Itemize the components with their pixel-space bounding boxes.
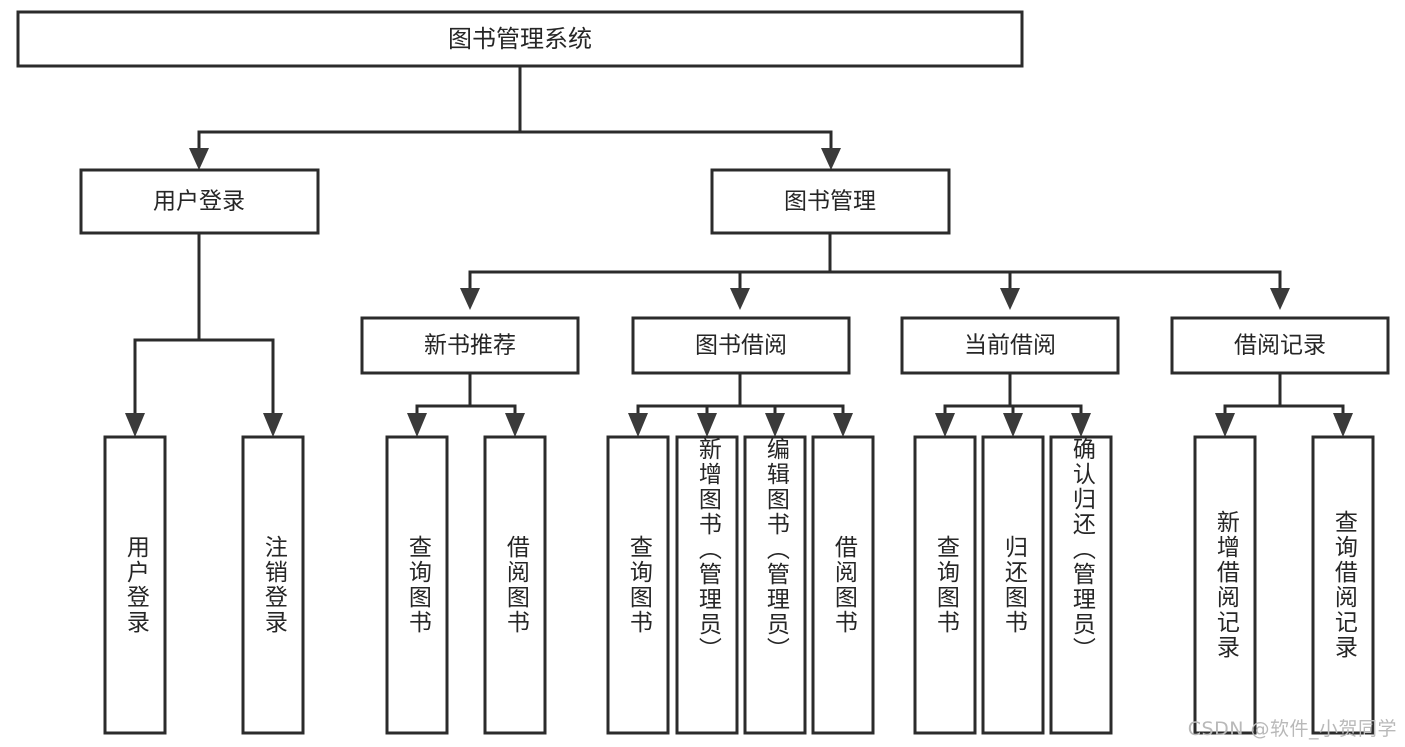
arrow-head-leaf-user-login [125,413,145,437]
arrow-head-leaf-edit-book [765,413,785,437]
node-book-manage-rect [710,168,951,235]
node-leaf-user-login-rect[interactable] [103,435,167,735]
node-book-manage[interactable]: 图书管理 [710,168,951,235]
node-leaf-query-book-3-rect[interactable] [913,435,977,735]
node-borrow-record-label: 借阅记录 [1234,333,1326,359]
node-book-manage-label: 图书管理 [784,189,876,215]
arrow-head-leaf-user-logout [263,413,283,437]
node-new-book-recommend-rect [360,316,580,375]
arrow-head-leaf-query-book-2 [628,413,648,437]
node-leaf-return-book-rect[interactable] [981,435,1045,735]
connector-group-borrow-record [1215,371,1353,437]
node-borrow-record-rect [1170,316,1390,375]
arrow-head-leaf-return-book [1003,413,1023,437]
node-book-borrow-label: 图书借阅 [695,333,787,359]
node-leaf-add-book-rect[interactable] [675,435,739,735]
arrow-head-current-borrow [1000,288,1020,310]
node-leaf-query-record-rect[interactable] [1311,435,1375,735]
node-leaf-query-book-1-rect[interactable] [385,435,449,735]
node-root-label: 图书管理系统 [448,25,592,53]
node-user-login[interactable]: 用户登录 [79,168,320,235]
node-leaf-borrow-book-2-rect[interactable] [811,435,875,735]
node-leaf-user-logout-rect[interactable] [241,435,305,735]
arrow-head-user-login [189,148,209,170]
connector-group-new-book-recommend [407,371,525,437]
arrow-head-leaf-add-book [697,413,717,437]
node-leaf-confirm-return-rect[interactable] [1049,435,1113,735]
node-current-borrow[interactable]: 当前借阅 [900,316,1120,375]
connector-group-book-borrow [628,371,853,437]
node-leaf-query-book-2-rect[interactable] [606,435,670,735]
node-new-book-recommend-label: 新书推荐 [424,333,516,359]
node-leaf-borrow-book-1-rect[interactable] [483,435,547,735]
arrow-head-borrow-record [1270,288,1290,310]
arrow-head-book-manage [821,148,841,170]
arrow-head-leaf-query-book-1 [407,413,427,437]
node-root[interactable]: 图书管理系统 [16,10,1024,68]
connector-group-book-manage [460,231,1290,310]
arrow-head-leaf-borrow-book-2 [833,413,853,437]
arrow-head-leaf-add-record [1215,413,1235,437]
node-borrow-record[interactable]: 借阅记录 [1170,316,1390,375]
connector-group-current-borrow [935,371,1091,437]
arrow-head-leaf-confirm-return [1071,413,1091,437]
node-root-rect [16,10,1024,68]
node-current-borrow-rect [900,316,1120,375]
arrow-head-leaf-borrow-book-1 [505,413,525,437]
node-book-borrow[interactable]: 图书借阅 [631,316,851,375]
node-user-login-label: 用户登录 [153,189,245,215]
connector-group-root [189,65,841,170]
node-leaf-add-record-rect[interactable] [1193,435,1257,735]
node-user-login-rect [79,168,320,235]
node-book-borrow-rect [631,316,851,375]
arrow-head-leaf-query-book-3 [935,413,955,437]
node-new-book-recommend[interactable]: 新书推荐 [360,316,580,375]
arrow-head-book-borrow [730,288,750,310]
node-leaf-edit-book-rect[interactable] [743,435,807,735]
arrow-head-new-book-recommend [460,288,480,310]
arrow-head-leaf-query-record [1333,413,1353,437]
node-current-borrow-label: 当前借阅 [964,333,1056,359]
watermark-label: CSDN @软件_小贺同学 [1187,718,1397,740]
leaf-rect-group [103,435,1375,735]
connector-group-user-login [125,231,283,437]
